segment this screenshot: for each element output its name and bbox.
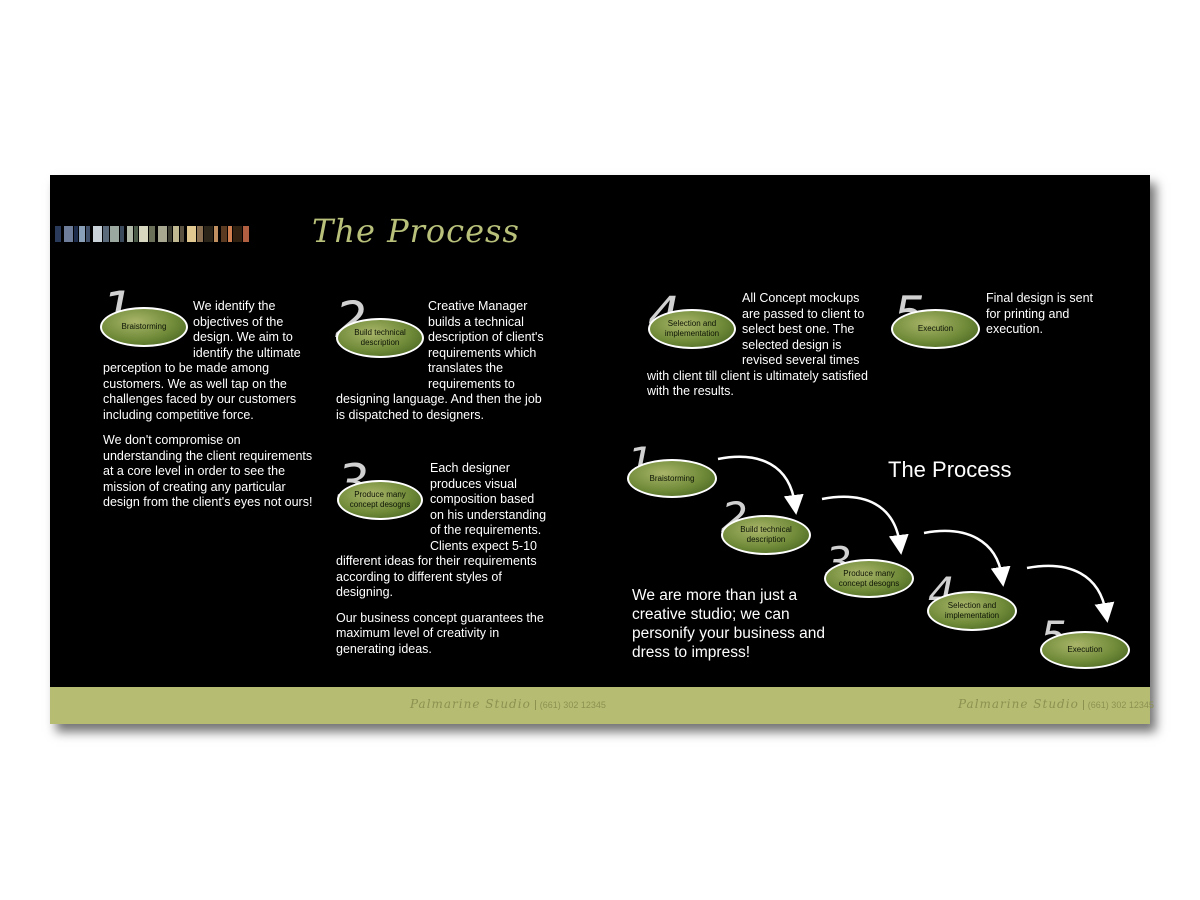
step-1-text: We identify the objectives of the design… xyxy=(103,299,318,511)
arrow-2-to-3 xyxy=(821,495,909,555)
footer-band: Palmarine Studio(661) 302 12345 Palmarin… xyxy=(50,687,1154,724)
flow-step-1-label: Braistorming xyxy=(649,473,695,483)
stripe-segment xyxy=(221,226,227,242)
step-5-oval: Execution xyxy=(891,309,980,349)
step-1-label: Braistorming xyxy=(121,322,167,331)
process-flow-arrows xyxy=(717,455,1115,623)
stripe-segment xyxy=(173,226,179,242)
stripe-segment xyxy=(243,226,249,242)
step-4-label-line2: implementation xyxy=(664,329,720,338)
footer-brand-left: Palmarine Studio(661) 302 12345 xyxy=(410,697,606,711)
stripe-segment xyxy=(64,226,73,242)
flow-step-4-label-line1: Selection and xyxy=(947,601,997,610)
step-1-oval: Braistorming xyxy=(100,307,188,347)
stripe-segment xyxy=(74,226,78,242)
step-1-para-1: We identify the objectives of the design… xyxy=(103,299,301,422)
flow-step-1-oval: Braistorming xyxy=(627,459,717,498)
stripe-segment xyxy=(187,226,196,242)
color-stripe-bar xyxy=(55,226,280,242)
stripe-segment xyxy=(228,226,232,242)
stripe-segment xyxy=(233,226,242,242)
page-title: The Process xyxy=(312,212,520,250)
stripe-segment xyxy=(127,226,133,242)
step-5-label: Execution xyxy=(917,324,954,333)
footer-brand-right: Palmarine Studio(661) 302 12345 xyxy=(958,697,1154,711)
step-3-para-1: Each designer produces visual compositio… xyxy=(336,461,547,599)
footer-phone-left: (661) 302 12345 xyxy=(534,700,606,710)
flow-step-2-label-line1: Build technical xyxy=(740,525,792,534)
step-3-para-2: Our business concept guarantees the maxi… xyxy=(336,610,544,656)
brochure-spread: The Process 1 Braistorming We identify t… xyxy=(50,175,1154,724)
flow-step-3-label-line1: Produce many xyxy=(843,568,895,578)
flow-step-5-oval: Execution xyxy=(1040,631,1130,669)
step-2-label-line2: description xyxy=(360,338,400,347)
stripe-segment xyxy=(139,226,148,242)
stripe-segment xyxy=(120,226,124,242)
footer-phone-right: (661) 302 12345 xyxy=(1082,700,1154,710)
arrow-1-to-2 xyxy=(717,455,804,515)
step-1-para-2: We don't compromise on understanding the… xyxy=(103,433,313,509)
step-5-text: Final design is sent for printing and ex… xyxy=(986,291,1106,338)
arrow-3-to-4 xyxy=(923,529,1011,587)
stripe-segment xyxy=(134,226,138,242)
stripe-segment xyxy=(86,226,90,242)
stripe-segment xyxy=(214,226,218,242)
step-2-label-line1: Build technical xyxy=(354,328,406,337)
footer-brand-name-left: Palmarine Studio xyxy=(410,697,531,711)
stripe-segment xyxy=(158,226,167,242)
flow-step-4-label-line2: implementation xyxy=(944,611,1000,620)
step-2-para-1: Creative Manager builds a technical desc… xyxy=(336,299,544,422)
stripe-segment xyxy=(180,226,184,242)
step-4-para-1: All Concept mockups are passed to client… xyxy=(647,291,868,398)
step-2-text: Creative Manager builds a technical desc… xyxy=(336,299,546,423)
stripe-segment xyxy=(110,226,119,242)
flow-step-5-label: Execution xyxy=(1067,645,1103,654)
flow-title: The Process xyxy=(888,457,1012,482)
stripe-segment xyxy=(149,226,155,242)
stripe-segment xyxy=(55,226,61,242)
stripe-segment xyxy=(79,226,85,242)
stripe-segment xyxy=(204,226,213,242)
stripe-segment xyxy=(93,226,102,242)
tagline: We are more than just a creative studio;… xyxy=(632,587,826,661)
stripe-segment xyxy=(197,226,203,242)
stripe-segment xyxy=(103,226,109,242)
step-5-para-1: Final design is sent for printing and ex… xyxy=(986,291,1094,336)
flow-step-3-label-line2: concept desogns xyxy=(838,578,900,588)
step-4-text: All Concept mockups are passed to client… xyxy=(647,291,872,400)
step-4-label-line1: Selection and xyxy=(667,319,717,328)
arrow-4-to-5 xyxy=(1026,564,1115,623)
flow-step-2-label-line2: description xyxy=(746,535,786,544)
step-3-label-line1: Produce many xyxy=(354,490,406,499)
footer-brand-name-right: Palmarine Studio xyxy=(958,697,1079,711)
step-3-text: Each designer produces visual compositio… xyxy=(336,461,548,657)
step-3-label-line2: concept desogns xyxy=(349,500,411,509)
stripe-segment xyxy=(168,226,172,242)
